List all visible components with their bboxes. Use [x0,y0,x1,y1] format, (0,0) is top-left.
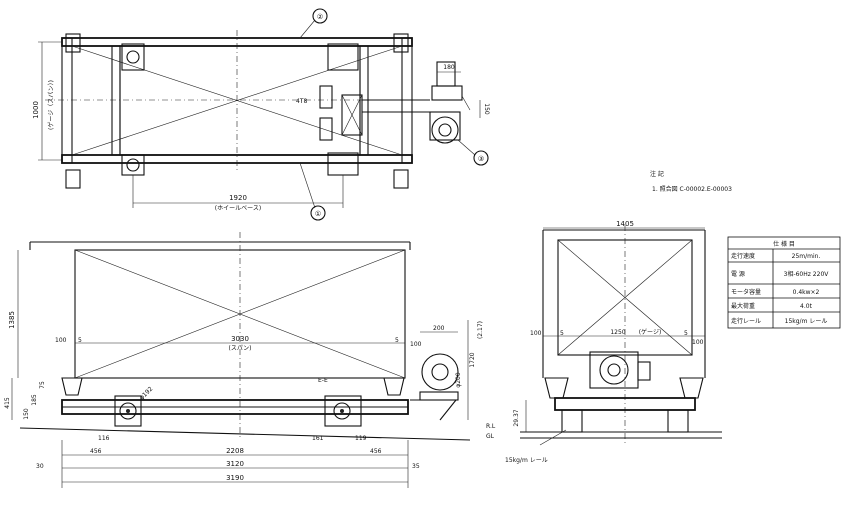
section-mark: E-E [318,377,328,384]
spec-value-2: 0.4kw×2 [793,289,820,296]
side-elevation: 1385 415 150 185 75 100 5 3030 (スパン) 5 1… [4,232,484,488]
motor-height-dim: 150 [483,103,490,115]
side-left-5: 5 [78,337,82,344]
bot-3120: 3120 [226,460,244,468]
spec-label-3: 最大荷重 [731,302,755,310]
left-150: 150 [23,408,30,420]
side-right-5: 5 [395,337,399,344]
notes-block: 注 記 1. 照合図 C-00002.E-00003 [650,170,732,193]
top-height-note: (ゲージ（スパン）) [47,80,55,130]
spec-title: 仕 様 目 [773,240,795,248]
top-height-dim: 1000 [32,101,40,119]
spec-value-4: 15kg/m レール [785,318,828,325]
end-5a: 5 [560,330,564,337]
side-span-dim: 3030 [231,335,249,343]
top-width-note: (ホイールベース) [215,205,261,212]
left-75: 75 [39,381,46,389]
bot-116: 116 [98,435,110,442]
balloon-3 [473,150,489,166]
side-span-note: (スパン) [229,345,252,352]
end-width-dim: 1405 [616,220,634,228]
balloon-1-top [312,8,328,24]
notes-line1: 1. 照合図 C-00002.E-00003 [652,185,732,193]
end-1250: 1250 [610,329,625,336]
side-total-h2: (2.17) [477,321,484,339]
bot-456b: 456 [370,448,382,455]
spec-table: 仕 様 目 走行速度 25m/min. 電 源 3相-60Hz 220V モータ… [727,236,841,329]
end-100: 100 [530,330,542,337]
motor-width-dim: 180 [443,64,455,71]
left-415: 415 [4,397,11,409]
balloon-label-1: ① [315,210,321,218]
side-height-dim: 1385 [8,311,16,329]
bot-35: 35 [412,463,420,470]
side-left-100: 100 [55,337,67,344]
spec-value-3: 4.0t [800,303,813,310]
rail-callout: 15kg/m レール [505,457,548,464]
spec-value-0: 25m/min. [792,253,821,260]
balloon-1-bottom [310,205,326,221]
spec-value-1: 3相-60Hz 220V [784,270,830,278]
end-span-note: (ゲージ) [639,328,662,336]
spec-label-0: 走行速度 [731,252,755,260]
end-elevation: 1405 100 5 1250 (ゲージ) 5 100 29.37 R.L GL… [486,220,722,464]
spec-label-1: 電 源 [731,270,745,278]
notes-heading: 注 記 [650,170,664,178]
spec-label-4: 走行レール [731,317,761,325]
bot-161: 161 [312,435,324,442]
side-dia: φ200 [455,372,462,388]
bot-3190: 3190 [226,474,244,482]
top-width-dim: 1920 [229,194,247,202]
side-motor-w: 200 [433,325,445,332]
bot-119: 119 [355,435,367,442]
end-100b: 100 [692,339,704,346]
end-29: 29.37 [513,409,520,426]
ground-label: GL [486,433,495,440]
end-5b: 5 [684,330,688,337]
bot-30: 30 [36,463,44,470]
left-185: 185 [31,394,38,406]
rail-top-label: R.L [486,423,496,430]
side-dia2: φ192 [138,385,154,401]
bot-2208: 2208 [226,447,244,455]
bot-456a: 456 [90,448,102,455]
side-total-h: 1720 [469,352,476,367]
beam-callout: 4T8 [296,98,307,105]
spec-label-2: モータ容量 [731,288,761,296]
balloon-label-2: ② [317,13,323,21]
plan-view: 1000 (ゲージ（スパン）) 1920 (ホイールベース) 180 150 4… [32,8,490,221]
side-right-100: 100 [410,341,422,348]
balloon-label-3: ③ [478,155,484,163]
